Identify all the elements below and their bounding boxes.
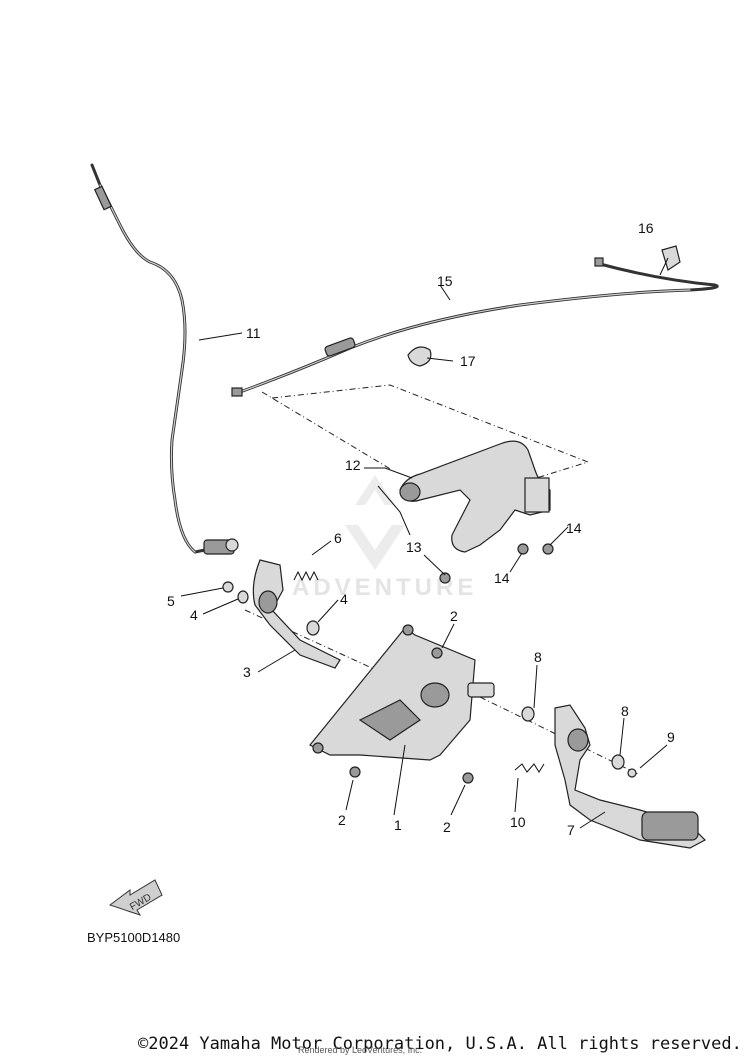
washer-4a <box>237 590 249 604</box>
callout-8-right: 8 <box>621 703 629 719</box>
callout-10: 10 <box>510 814 526 830</box>
callout-2-top: 2 <box>450 608 458 624</box>
lever-3 <box>252 559 341 669</box>
diagram-code: BYP5100D1480 <box>87 930 181 945</box>
clamp-17 <box>407 346 432 367</box>
bolt-14a <box>517 543 529 555</box>
callout-6: 6 <box>334 530 342 546</box>
callout-9: 9 <box>667 729 675 745</box>
callout-2-right: 2 <box>443 819 451 835</box>
cable-11 <box>90 163 239 555</box>
callout-11: 11 <box>246 325 261 341</box>
connection-line-d <box>444 679 641 776</box>
pedal-7 <box>554 704 706 849</box>
leader-lines <box>180 284 668 829</box>
callout-8-left: 8 <box>534 649 542 665</box>
plate-1 <box>309 624 495 761</box>
callout-3: 3 <box>243 664 251 680</box>
connection-line-b <box>271 384 590 481</box>
ring-9 <box>627 768 637 778</box>
spring-10 <box>514 763 545 773</box>
callout-7: 7 <box>567 822 575 838</box>
rendered-by-notice: Rendered by LeoVentures, Inc. <box>298 1045 423 1055</box>
washer-8b <box>611 754 625 770</box>
fwd-arrow-icon: FWD <box>108 879 163 916</box>
bracket-12 <box>399 440 551 553</box>
callout-17: 17 <box>460 353 476 369</box>
connection-line-a <box>261 391 393 471</box>
callout-14-right: 14 <box>566 520 582 536</box>
callout-15: 15 <box>437 273 453 289</box>
washer-8a <box>521 706 535 722</box>
callout-12: 12 <box>345 457 361 473</box>
callout-labels: 1 2 2 2 3 4 4 5 6 7 8 8 9 10 11 12 13 14… <box>167 220 675 838</box>
cable-15 <box>231 257 719 397</box>
callout-4-left: 4 <box>190 607 198 623</box>
callout-14-left: 14 <box>494 570 510 586</box>
spring-6 <box>293 570 319 582</box>
bolt-2c <box>462 772 474 784</box>
washer-4b <box>306 620 320 636</box>
callout-5: 5 <box>167 593 175 609</box>
copyright-notice: ©2024 Yamaha Motor Corporation, U.S.A. A… <box>138 1034 742 1054</box>
callout-2-left: 2 <box>338 812 346 828</box>
callout-1: 1 <box>394 817 402 833</box>
bolt-13 <box>439 572 451 584</box>
callout-13: 13 <box>406 539 422 555</box>
bolt-2b <box>349 766 361 778</box>
clip-16 <box>659 245 681 276</box>
callout-4-right: 4 <box>340 591 348 607</box>
callout-16: 16 <box>638 220 654 236</box>
ring-5 <box>222 581 234 593</box>
bolt-14b <box>542 543 554 555</box>
bolt-2a <box>431 647 443 659</box>
